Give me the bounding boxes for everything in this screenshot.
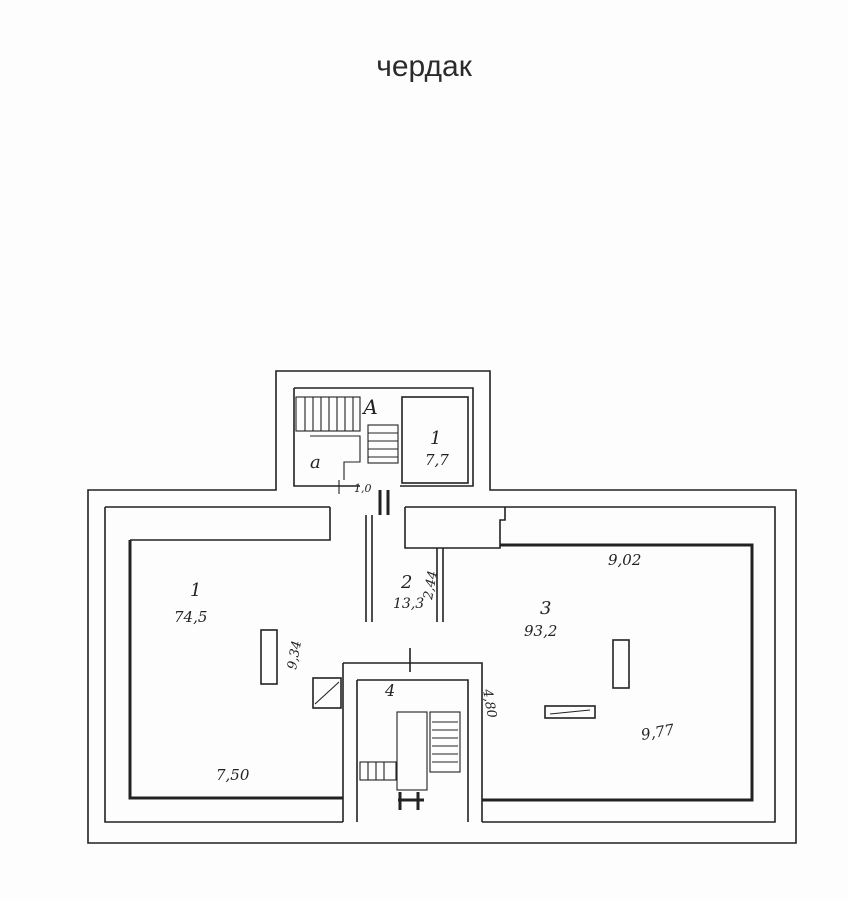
dimension-door-small: 1,0 — [354, 482, 372, 495]
upper-staircase — [295, 396, 399, 515]
vent-right — [544, 705, 596, 719]
dimension-top-right: 9,02 — [608, 551, 641, 569]
inner-wall-outline — [104, 506, 776, 823]
small-room-number: 1 — [430, 428, 441, 449]
room-3-inner-line — [482, 543, 754, 802]
dimension-left-inner: 9,34 — [285, 640, 305, 671]
dimension-bottom-left: 7,50 — [216, 766, 250, 784]
room-3-area: 93,2 — [524, 622, 557, 640]
small-room-box — [401, 396, 469, 484]
stair-block-letter: А — [361, 395, 378, 419]
column-right — [612, 639, 630, 689]
room-4-number: 4 — [384, 681, 395, 700]
room-2-number: 2 — [400, 572, 412, 593]
dimension-stair-side: 4,80 — [479, 687, 499, 719]
corridor-walls — [365, 515, 444, 622]
stair-block-room-a: а — [310, 452, 321, 473]
column-left — [260, 629, 278, 685]
page-title: чердак — [376, 50, 472, 83]
outer-wall-outline — [87, 370, 797, 844]
lower-staircase — [359, 711, 461, 810]
dimension-right-bottom: 9,77 — [640, 720, 676, 744]
dimension-corridor: 2,44 — [421, 570, 441, 602]
room-1-area: 74,5 — [174, 608, 207, 626]
room-1-number: 1 — [190, 580, 201, 601]
room-1-inner-line — [128, 540, 343, 800]
entrance-partition — [130, 507, 506, 549]
room-3-number: 3 — [540, 598, 551, 619]
stair-room-4-walls — [342, 662, 483, 822]
vent-shaft-left — [312, 677, 342, 709]
room-2-area: 13,3 — [393, 596, 424, 612]
small-room-area: 7,7 — [425, 451, 449, 469]
